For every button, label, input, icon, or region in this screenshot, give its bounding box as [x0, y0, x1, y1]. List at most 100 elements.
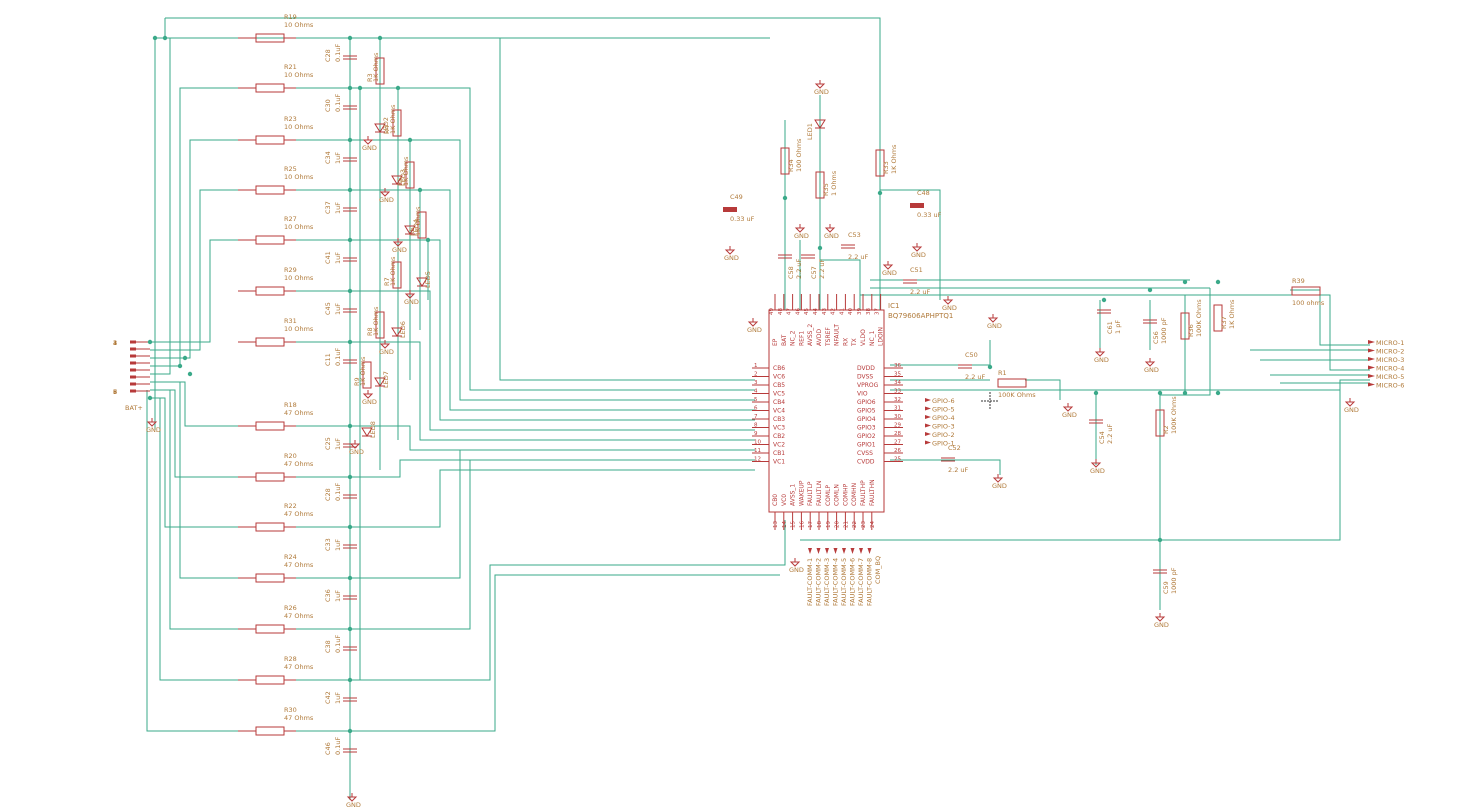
r39-value: 100 ohms: [1292, 299, 1325, 307]
resistor-body: [255, 135, 285, 145]
junction-dot: [347, 575, 353, 581]
junction-dot: [357, 85, 363, 91]
capacitor-ref: C25: [324, 437, 332, 450]
capacitor-value: 0.1uF: [334, 94, 342, 112]
resistor-ref: R26: [284, 604, 297, 612]
balance-resistor-ref: R9: [353, 377, 361, 386]
ic-pin-number: 11: [754, 448, 761, 454]
ic-pin-name: GPIO2: [857, 433, 876, 440]
gpio-flag-icon: [925, 423, 931, 428]
c53-capacitor: [841, 244, 855, 249]
ic-pin-number: 37: [875, 308, 881, 315]
gpio-label: GPIO-5: [932, 406, 955, 414]
ic-pin-number: 31: [894, 406, 901, 412]
gnd-label: GND: [747, 326, 762, 334]
capacitor-value: 1uF: [334, 590, 342, 602]
ic-pin-name: AVSS_2: [807, 324, 814, 346]
connector-pin-marker: [130, 340, 136, 344]
gpio-label: GPIO-3: [932, 423, 955, 431]
capacitor-symbol: [343, 207, 357, 212]
ic-right-pins: 36DVDD35DVSS34VPROG33VIO32GPIO631GPIO530…: [857, 363, 903, 466]
r33-ref: R33: [882, 161, 890, 174]
ic-pin-name: RX: [842, 338, 849, 346]
ic-pin-number: 16: [799, 521, 805, 528]
junction-dot: [347, 626, 353, 632]
ic-pin-number: 25: [894, 457, 901, 463]
c61-value: 1 pF: [1114, 320, 1122, 334]
c61-ref: C61: [1106, 321, 1114, 334]
junction-dot: [177, 363, 183, 369]
resistor-body: [255, 573, 285, 583]
ic-pin-number: 26: [894, 448, 901, 454]
fault-flag-icon: [833, 548, 838, 554]
ic-pin-number: 20: [835, 521, 841, 528]
balance-resistor-value: 1K Ohms: [372, 52, 380, 82]
ic-pin-number: 6: [754, 406, 758, 412]
gnd-icon: [987, 314, 999, 323]
gnd-label: GND: [404, 298, 419, 306]
balance-resistor-ref: R4: [383, 125, 391, 134]
r34-resistor: [780, 147, 790, 175]
c57-ref: C57: [810, 266, 818, 279]
capacitor-symbol: [343, 748, 357, 753]
micro-flag-icon: [1368, 340, 1375, 344]
r33-value: 1K Ohms: [890, 144, 898, 174]
gnd-label: GND: [346, 801, 361, 809]
junction-dot: [395, 85, 401, 91]
ic-pin-number: 22: [852, 521, 858, 528]
gnd-label: GND: [1090, 467, 1105, 475]
c51-value: 2.2 uF: [910, 288, 931, 296]
junction-dot: [152, 35, 158, 41]
crosshair-cursor-icon: [981, 392, 999, 410]
capacitor-ref: C36: [324, 589, 332, 602]
ic-pin-number: 24: [870, 521, 876, 528]
gnd-label: GND: [392, 246, 407, 254]
ic-pin-number: 18: [817, 521, 823, 528]
connector-pin-number: 4: [113, 339, 117, 347]
gnd-label: GND: [349, 448, 364, 456]
gnd-label: GND: [1062, 411, 1077, 419]
r1-value: 100K Ohms: [998, 391, 1036, 399]
resistor-ref: R29: [284, 266, 297, 274]
ic-pin-name: REF1: [798, 331, 805, 346]
junction-dot: [347, 187, 353, 193]
ic-pin-name: TX: [851, 338, 858, 347]
capacitor-value: 0.1uF: [334, 44, 342, 62]
gpio-label: GPIO-6: [932, 397, 955, 405]
r34-value: 100 Ohms: [795, 138, 803, 172]
ic-pin-number: 9: [754, 431, 758, 437]
wire-layer: [146, 17, 1370, 800]
ic-pin-number: 33: [894, 389, 901, 395]
junction-dot: [347, 423, 353, 429]
ic-pin-name: COMHP: [842, 483, 849, 506]
ic-pin-name: CB1: [773, 450, 785, 457]
ic-pin-number: 12: [754, 457, 761, 463]
ic-pin-number: 15: [791, 521, 797, 528]
led-icon: [361, 427, 373, 437]
fault-flag-icon: [842, 548, 846, 554]
gnd-icon: [349, 440, 361, 449]
gnd-icon: [146, 418, 158, 427]
led-icon: [404, 225, 416, 235]
r36-value: 100K Ohms: [1195, 299, 1203, 337]
junction-dot: [147, 339, 153, 345]
micro-flag-icon: [1368, 357, 1375, 361]
junction-dot: [347, 728, 353, 734]
led-icon: [374, 377, 386, 387]
resistor-body: [255, 522, 285, 532]
resistor-body: [255, 185, 285, 195]
c52-ref: C52: [948, 444, 961, 452]
ic-pin-name: AVSS_1: [790, 484, 797, 506]
micro-flag-icon: [1368, 382, 1375, 387]
resistor-value: 10 Ohms: [284, 173, 314, 181]
capacitor-symbol: [343, 55, 357, 60]
ic-pin-name: GPIO1: [857, 442, 876, 449]
capacitor-value: 1uF: [334, 252, 342, 264]
ic-pin-number: 4: [754, 389, 758, 395]
led-ref: LED3: [399, 169, 407, 186]
micro-label: MICRO-3: [1376, 356, 1404, 364]
resistor-ref: R25: [284, 165, 297, 173]
ic-pin-number: 17: [808, 521, 814, 528]
wakeup-label: COM_BQ: [874, 556, 882, 584]
capacitor-ref: C28: [324, 49, 332, 62]
